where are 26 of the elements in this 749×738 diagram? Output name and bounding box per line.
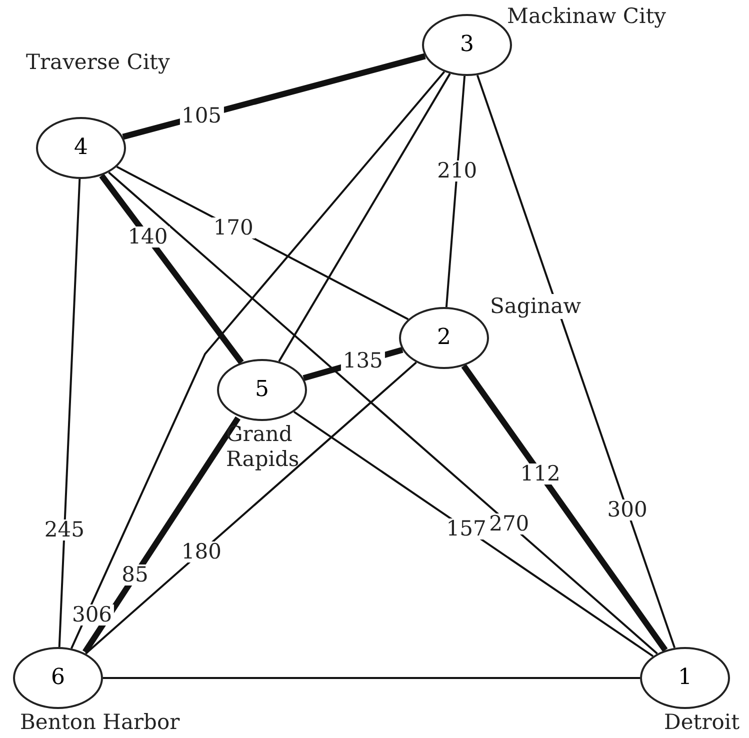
road-line — [58, 178, 81, 648]
node-number: 2 — [437, 327, 451, 349]
road-line — [70, 71, 446, 649]
road-line — [103, 677, 640, 679]
city-name: Benton Harbor — [20, 710, 180, 736]
road-line — [278, 73, 451, 362]
city-name: Mackinaw City — [507, 4, 666, 30]
edge-label: 105 — [179, 105, 224, 126]
node-number: 4 — [74, 137, 88, 159]
edge-label: 135 — [340, 350, 385, 372]
node-number: 6 — [51, 667, 65, 689]
road-line — [82, 416, 241, 654]
road-line — [85, 362, 417, 654]
city-name: Saginaw — [490, 294, 582, 320]
road-line — [99, 174, 244, 364]
road-line — [108, 172, 658, 654]
road-line — [445, 76, 466, 308]
city-name: Detroit — [664, 710, 740, 736]
road-line — [461, 364, 668, 652]
road-line — [293, 410, 654, 658]
road-line — [476, 74, 676, 648]
edge-label: 170 — [211, 217, 256, 238]
city-name: Traverse City — [26, 50, 170, 76]
node-number: 3 — [460, 34, 474, 56]
node-number: 1 — [678, 667, 692, 689]
node-number: 5 — [255, 379, 269, 401]
